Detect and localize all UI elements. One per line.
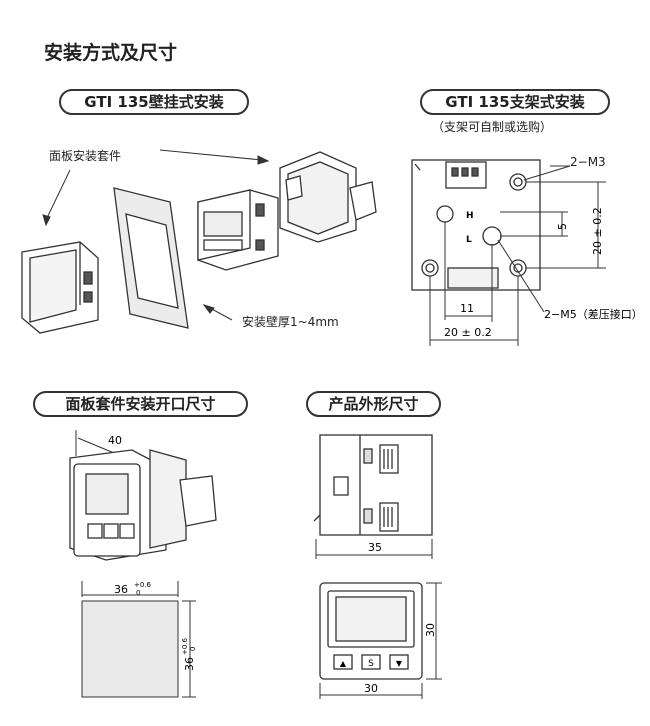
cutout-width-tol-lower: 0	[136, 589, 140, 597]
btn-up-icon: ▲	[340, 659, 347, 668]
dim-vertical	[500, 181, 606, 269]
cutout-depth-label: 40	[108, 434, 122, 447]
bracket-note: （支架可自制或选购）	[432, 120, 553, 134]
cutout-height-label: 36	[183, 657, 196, 671]
port-label: 2−M5（差压接口）	[544, 307, 643, 321]
cutout-width-tol-upper: +0.6	[134, 581, 152, 589]
outline-front-dims	[319, 582, 442, 699]
outline-side-body	[313, 434, 433, 536]
port-l-label: L	[466, 235, 472, 245]
outline-side-view: 35	[313, 434, 433, 559]
rear-bracket	[279, 151, 377, 243]
cutout-width-label: 36	[114, 583, 128, 596]
heading-outline: 产品外形尺寸	[306, 391, 441, 417]
outline-side-depth: 35	[368, 541, 382, 554]
dim-outer-width-label: 20 ± 0.2	[444, 326, 492, 339]
wall-mount-diagram: 面板安装套件 安装壁厚1~4mm	[21, 148, 377, 334]
wall-plate	[113, 187, 189, 329]
cutout-3d-view: 40	[69, 430, 217, 561]
dim-offset-label: 5	[556, 223, 569, 230]
cutout-dims	[81, 581, 196, 698]
port-leader	[497, 239, 545, 313]
screw-leader	[523, 165, 571, 181]
outline-side-dim	[315, 539, 433, 559]
panel-frame	[21, 241, 99, 334]
page-title: 安装方式及尺寸	[44, 42, 178, 64]
wall-thickness-label: 安装壁厚1~4mm	[242, 314, 339, 329]
outline-front-body	[319, 582, 423, 680]
kit-arrows	[42, 149, 270, 227]
dim-height-label: 20 ± 0.2	[591, 207, 604, 255]
sensor-unit	[197, 189, 279, 271]
cutout-height-tol-upper: +0.6	[181, 637, 189, 655]
wall-thickness-arrow	[202, 304, 233, 321]
bracket-plate	[411, 159, 541, 291]
port-h-label: H	[466, 211, 474, 221]
kit-label: 面板安装套件	[49, 148, 121, 163]
outline-front-height: 30	[424, 623, 437, 637]
outline-front-width: 30	[364, 682, 378, 695]
btn-s-label: S	[368, 659, 374, 669]
cutout-hole-view: 36 +0.6 0 36 +0.6 0	[81, 581, 197, 698]
screw-label: 2−M3	[570, 155, 606, 169]
heading-panel-cutout: 面板套件安装开口尺寸	[33, 391, 248, 417]
btn-down-icon: ▼	[396, 659, 403, 668]
cutout-height-tol-lower: 0	[189, 647, 197, 651]
outline-front-view: ▲ S ▼ 30 30	[319, 582, 442, 699]
dim-horizontal	[429, 222, 519, 346]
heading-bracket-mount: GTI 135支架式安装	[420, 89, 610, 115]
heading-wall-mount: GTI 135壁挂式安装	[59, 89, 249, 115]
cutout-hole	[81, 600, 179, 698]
bracket-mount-diagram: H L 2−M3 2−M5（差压接口） 20 ± 0.2 5	[411, 155, 643, 346]
cutout-unit	[69, 449, 217, 561]
dim-inner-width-label: 11	[460, 302, 474, 315]
